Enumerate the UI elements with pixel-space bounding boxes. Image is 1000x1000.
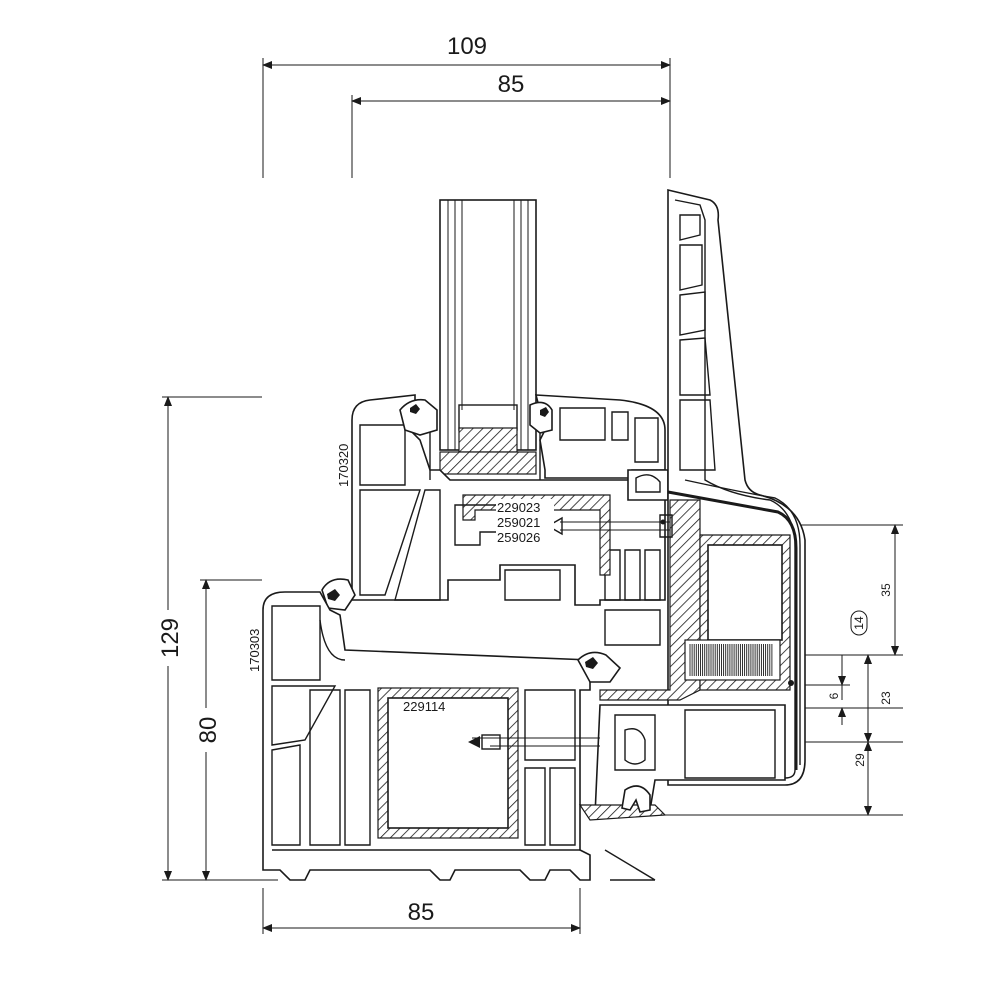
dimensions-right: 35 23 6 29 14: [600, 524, 903, 816]
dimension-top-85: 85: [351, 71, 671, 178]
dim-6-label: 6: [827, 692, 841, 699]
dim-109-label: 109: [447, 33, 487, 60]
part-259021-label: 259021: [497, 515, 540, 530]
circled-marker: [850, 610, 868, 636]
part-229023-label: 229023: [497, 500, 540, 515]
screw-lower: [468, 734, 600, 750]
dim-80-label: 80: [195, 717, 222, 744]
glazing-unit: [439, 199, 537, 475]
dim-129-label: 129: [157, 618, 184, 658]
part-170320-label: 170320: [336, 444, 351, 487]
dim-35-label: 35: [879, 583, 893, 597]
dimension-left-80: 80: [193, 579, 262, 881]
part-170303-label: 170303: [247, 629, 262, 672]
dimension-bottom-85: 85: [262, 888, 581, 934]
shutter-box: [578, 188, 806, 881]
dim-29-label: 29: [853, 753, 867, 767]
dimension-top-109: 109: [262, 33, 671, 178]
frame-profile: [262, 591, 661, 881]
part-229114-label: 229114: [403, 699, 445, 714]
brush-seal: [688, 642, 776, 678]
circled-marker-label: 14: [852, 616, 866, 630]
dim-85-top-label: 85: [498, 71, 525, 98]
screw-upper: [546, 514, 673, 538]
part-259026-label: 259026: [497, 530, 540, 545]
dimension-left-129: 129: [154, 396, 278, 881]
dim-23-label: 23: [879, 691, 893, 705]
dim-85-bottom-label: 85: [408, 899, 435, 926]
